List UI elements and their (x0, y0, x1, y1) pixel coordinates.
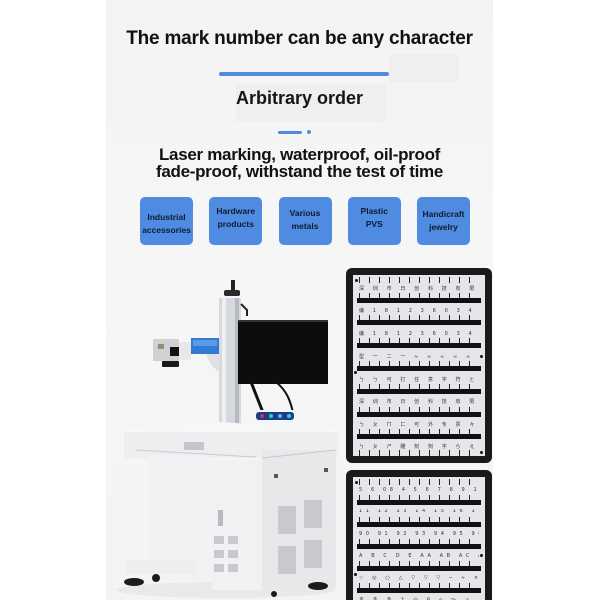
background-block (389, 54, 459, 82)
nameplate-sample-top: 深 圳 市 日 创 科 技 有 限 公 司 ! 编 1 8 1 2 3 6 0 … (346, 268, 492, 463)
tag-label: PVS (365, 219, 383, 229)
plate-row: 型 一 二 一 ≈ ≈ ≈ ≈ ≈ ≈ ∽ ○ (359, 354, 479, 360)
tag-label: Hardware (216, 206, 256, 216)
application-tags: Industrial accessories Hardware products V… (140, 197, 470, 245)
tag-industrial-accessories: Industrial accessories (140, 197, 193, 245)
tag-label: jewelry (429, 222, 458, 232)
plate-row: 11 12 13 14 15 16 17 18 19 20 (359, 509, 479, 514)
plate-row: ☆ ◎ ○ △ ▽ ▽ ▽ ─ ÷ × (359, 575, 479, 581)
tag-label: accessories (142, 225, 191, 235)
tag-handicraft-jewelry: Handicraft jewelry (417, 197, 470, 245)
tag-label: metals (291, 221, 319, 231)
plate-row: ㄅ ㄅ 可 打 任 意 字 符 と う (359, 377, 479, 383)
plate-row: 深 圳 市 日 创 科 技 有 限 公 司 ! (359, 286, 479, 292)
divider-line (219, 72, 389, 76)
plate-surface: 5 6 08 4 5 6 7 8 9 10 11 12 13 14 15 16 … (353, 477, 485, 600)
plate-row: 编 1 8 1 2 3 6 0 3 4 1 0 (359, 331, 479, 337)
feature-line-1: Laser marking, waterproof, oil-proof (158, 145, 441, 164)
plate-row: 编 1 8 1 2 3 6 0 3 4 1 0 (359, 308, 479, 314)
plate-row: 5 6 08 4 5 6 7 8 9 10 (359, 487, 479, 493)
machine-illustration (116, 280, 338, 598)
subtitle: Arbitrary order (235, 88, 364, 108)
plate-row: ㄅ ㄆ ㄇ ㄈ 可 外 专 票 々 く ㄒ ム (359, 422, 479, 428)
tag-label: Plastic (360, 206, 388, 216)
page-title: The mark number can be any character (126, 28, 473, 49)
tag-label: Industrial (147, 212, 186, 222)
plate-row: 深 圳 市 日 创 科 技 有 限 公 司 (359, 399, 479, 405)
divider-dash (278, 131, 302, 134)
plate-row: A B C D E AA AB AC AD AE (359, 553, 479, 559)
tag-label: Various (289, 208, 321, 218)
feature-line-2: fade-proof, withstand the test of time (155, 162, 444, 181)
plate-surface: 深 圳 市 日 创 科 技 有 限 公 司 ! 编 1 8 1 2 3 6 0 … (353, 275, 485, 456)
tag-label: Handicraft (422, 209, 465, 219)
laser-marking-machine-image (106, 260, 346, 600)
feature-description: Laser marking, waterproof, oil-proof fad… (106, 146, 493, 180)
plate-row: ゑ ゑ ゑ ↑ ◎ ♀ ⌂ ～ ⊿ 人 (359, 597, 479, 600)
divider-dot (307, 130, 311, 134)
plate-row: ㄅ ㄆ ㄕ 雕 刻 刻 字 ら え ㄥ (359, 444, 479, 450)
tag-various-metals: Various metals (278, 197, 332, 245)
tag-hardware-products: Hardware products (209, 197, 263, 245)
nameplate-sample-bottom: 5 6 08 4 5 6 7 8 9 10 11 12 13 14 15 16 … (346, 470, 492, 600)
tag-label: products (217, 219, 254, 229)
product-panel: The mark number can be any character Arb… (106, 0, 493, 600)
subtitle-backdrop (236, 84, 386, 122)
plate-row: 90 91 92 93 94 95 96 97 98 99 (359, 531, 479, 537)
